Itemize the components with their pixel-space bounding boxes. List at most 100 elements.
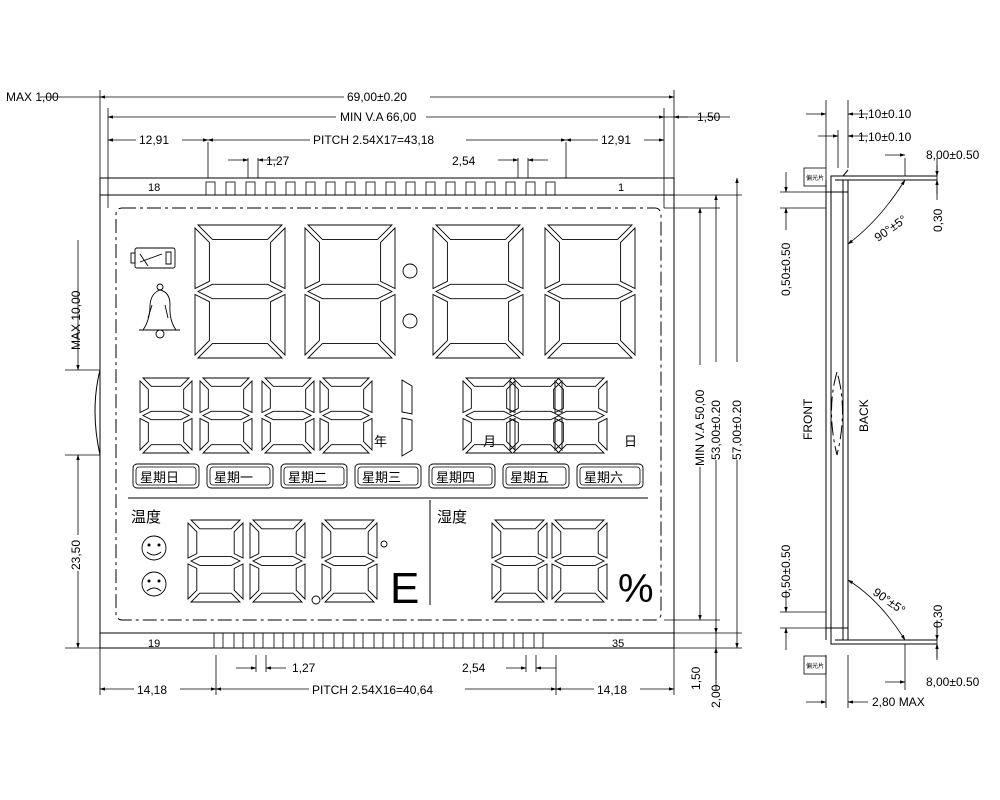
top-pin	[265, 181, 276, 196]
segment	[243, 417, 253, 452]
top-pin	[305, 181, 316, 196]
segment	[464, 410, 514, 421]
polarizer-top: 偏光片	[806, 174, 824, 182]
svg-text:23,50: 23,50	[69, 540, 83, 570]
side-view: 偏光片 偏光片 FRONT BACK 1,10±0.10 1,10±0.10 8…	[779, 100, 980, 709]
svg-text:14,18: 14,18	[137, 683, 167, 697]
segment	[464, 377, 514, 387]
segment	[249, 521, 260, 559]
weekday-label: 星期三	[362, 471, 401, 486]
top-pin	[285, 181, 296, 196]
segment	[305, 379, 315, 414]
segment	[201, 377, 251, 387]
svg-text:PITCH 2.54X16=40,64: PITCH 2.54X16=40,64	[312, 683, 433, 697]
segment	[380, 226, 396, 290]
weekday-box: 星期二	[280, 463, 348, 489]
top-pin	[345, 181, 356, 196]
pin-label-19: 19	[148, 638, 160, 650]
segment	[551, 563, 562, 601]
weekday-row: 星期日星期一星期二星期三星期四星期五星期六	[132, 463, 644, 489]
svg-text:2,00: 2,00	[709, 684, 723, 708]
svg-text:0,50±0.50: 0,50±0.50	[779, 242, 793, 296]
digit	[194, 224, 286, 359]
svg-text:8,00±0.50: 8,00±0.50	[926, 675, 980, 689]
digit	[199, 377, 253, 454]
weekday-box: 星期五	[502, 463, 570, 489]
segment	[183, 379, 193, 414]
digit	[319, 377, 373, 454]
segment	[598, 417, 608, 452]
segment	[251, 592, 304, 603]
segment	[511, 410, 561, 421]
bottom-pin	[433, 632, 444, 649]
segment	[321, 521, 332, 559]
segment	[321, 563, 332, 601]
segment	[306, 343, 394, 359]
svg-text:53,00±0.20: 53,00±0.20	[709, 400, 723, 460]
svg-text:MAX 10,00: MAX 10,00	[69, 290, 83, 350]
segment	[249, 563, 260, 601]
battery-icon	[130, 247, 176, 269]
segment	[506, 417, 516, 452]
top-pin	[485, 181, 496, 196]
segment	[508, 226, 524, 290]
segment	[434, 283, 522, 300]
bottom-pin	[393, 632, 404, 649]
digit	[491, 519, 548, 603]
bottom-pin	[253, 632, 264, 649]
bottom-pin	[273, 632, 284, 649]
top-pin	[325, 181, 336, 196]
segment	[139, 417, 149, 452]
top-pin	[365, 181, 376, 196]
svg-text:69,00±0.20: 69,00±0.20	[347, 90, 407, 104]
segment	[553, 379, 563, 414]
pin-label-1: 1	[618, 182, 624, 194]
segment	[556, 377, 606, 387]
weekday-box: 星期日	[132, 463, 200, 489]
month-label: 月	[483, 435, 496, 450]
svg-text:12,91: 12,91	[139, 133, 169, 147]
segment	[323, 519, 376, 530]
segment	[304, 293, 320, 357]
segment	[553, 592, 606, 603]
segment	[363, 379, 373, 414]
weekday-label: 星期日	[140, 471, 179, 486]
digit	[551, 519, 608, 603]
bottom-pin	[313, 632, 324, 649]
segment	[141, 377, 191, 387]
segment	[189, 592, 242, 603]
segment	[233, 521, 244, 559]
svg-text:1,50: 1,50	[697, 110, 721, 124]
segment	[493, 519, 546, 530]
weekday-label: 星期六	[584, 471, 623, 486]
segment	[295, 521, 306, 559]
segment	[554, 417, 564, 452]
segment	[321, 377, 371, 387]
smiley-icon	[141, 535, 167, 561]
segment	[321, 444, 371, 454]
segment	[305, 417, 315, 452]
segment	[270, 226, 286, 290]
segment	[201, 410, 251, 421]
digit	[462, 377, 516, 454]
segment	[556, 444, 606, 454]
svg-text:1,10±0.10: 1,10±0.10	[858, 130, 912, 144]
segment	[597, 521, 608, 559]
segment	[196, 283, 284, 300]
bottom-pin	[293, 632, 304, 649]
segment	[367, 521, 378, 559]
segment	[551, 521, 562, 559]
segment	[323, 556, 376, 566]
digit	[139, 377, 193, 454]
segment	[462, 379, 472, 414]
svg-text:8,00±0.50: 8,00±0.50	[926, 148, 980, 162]
segment	[493, 556, 546, 566]
segment	[511, 377, 561, 387]
segment	[462, 417, 472, 452]
segment	[464, 444, 514, 454]
bottom-pin	[373, 632, 384, 649]
top-pin	[405, 181, 416, 196]
segment	[323, 592, 376, 603]
weekday-box: 星期三	[354, 463, 422, 489]
